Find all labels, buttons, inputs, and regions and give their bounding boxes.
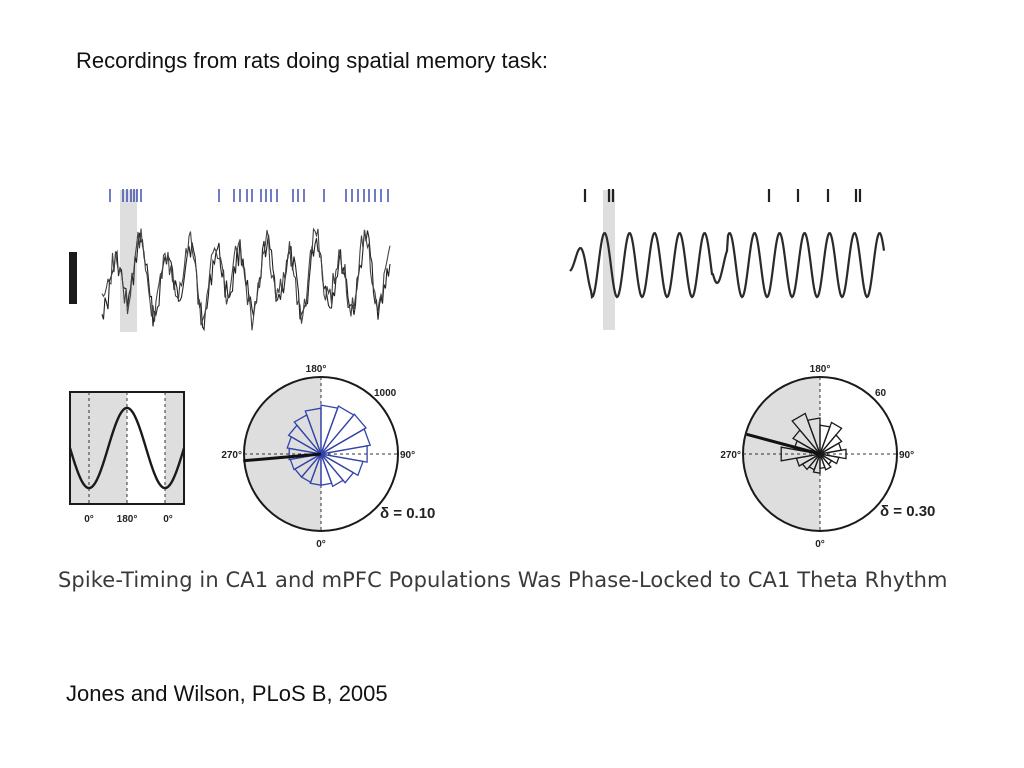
polar-label-bottom: 0° bbox=[316, 539, 326, 550]
polar-label-left: 270° bbox=[720, 450, 741, 461]
polar-label-right: 90° bbox=[400, 450, 415, 461]
figure-caption: Spike-Timing in CA1 and mPFC Populations… bbox=[58, 568, 948, 592]
phase-tick-label: 0° bbox=[84, 514, 94, 525]
polar-label-right: 90° bbox=[899, 450, 914, 461]
rose-histogram bbox=[286, 404, 372, 488]
polar-label-left: 270° bbox=[221, 450, 242, 461]
rose-bin bbox=[812, 453, 821, 474]
phase-tick-label: 180° bbox=[117, 514, 138, 525]
phase-inset: 0° 180° 0° bbox=[68, 391, 186, 525]
ca1-trace-panel bbox=[69, 189, 391, 332]
rose-bin bbox=[320, 404, 339, 455]
mean-phase-vector bbox=[243, 452, 322, 463]
mpfc-trace-panel bbox=[569, 189, 886, 330]
phase-inset-sine bbox=[68, 406, 186, 490]
mpfc-highlight-band bbox=[603, 190, 615, 330]
rose-bin bbox=[309, 453, 322, 486]
polar-plot-ca1: 180° 0° 270° 90° 1000 δ = 0.10 bbox=[221, 364, 435, 550]
polar-label-top: 180° bbox=[306, 364, 327, 375]
polar-stat: δ = 0.10 bbox=[380, 505, 435, 522]
figure: 0° 180° 0° 180° 0° 270° 90° 1000 δ = 0.1… bbox=[68, 189, 935, 550]
polar-stat: δ = 0.30 bbox=[880, 503, 935, 520]
phase-inset-shade-left bbox=[70, 392, 127, 504]
mpfc-theta-trace bbox=[569, 231, 886, 300]
polar-plot-mpfc: 180° 0° 270° 90° 60 δ = 0.30 bbox=[720, 364, 935, 550]
polar-scale-label: 60 bbox=[875, 388, 887, 399]
polar-label-bottom: 0° bbox=[815, 539, 825, 550]
scale-bar bbox=[69, 252, 77, 304]
polar-scale-label: 1000 bbox=[374, 388, 397, 399]
rose-bin bbox=[320, 405, 355, 455]
phase-inset-shade-right bbox=[165, 392, 184, 504]
mpfc-spike-raster bbox=[583, 189, 862, 202]
polar-label-top: 180° bbox=[810, 364, 831, 375]
ca1-spike-raster bbox=[109, 189, 389, 202]
rose-histogram bbox=[780, 412, 847, 474]
citation: Jones and Wilson, PLoS B, 2005 bbox=[66, 681, 388, 706]
ca1-lfp-trace-filtered bbox=[101, 227, 391, 331]
phase-tick-label: 0° bbox=[163, 514, 173, 525]
mean-phase-vector bbox=[746, 432, 821, 456]
slide-heading: Recordings from rats doing spatial memor… bbox=[76, 48, 548, 73]
